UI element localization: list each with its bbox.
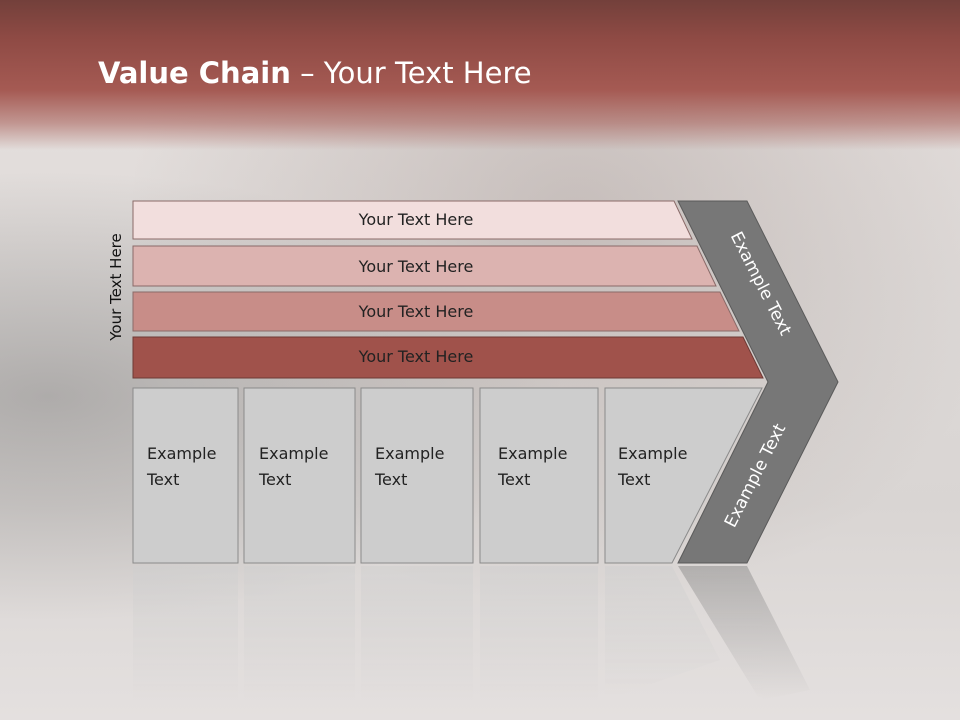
support-bar-2[interactable]: Your Text Here (132, 245, 717, 287)
primary-box-2-line1: Example (259, 444, 328, 463)
support-bar-4-shape (132, 336, 764, 379)
primary-box-2-shape (243, 387, 356, 564)
reflection-box-5 (605, 566, 720, 700)
primary-box-4-line1: Example (498, 444, 567, 463)
primary-box-1-line2: Text (146, 470, 179, 489)
primary-box-1-shape (132, 387, 239, 564)
reflection-box-4 (480, 566, 598, 706)
primary-box-4-line2: Text (497, 470, 530, 489)
title-rest: – Your Text Here (290, 56, 532, 90)
primary-box-5-shape (604, 387, 763, 564)
reflection-chevron (678, 566, 810, 700)
primary-box-3-line1: Example (375, 444, 444, 463)
primary-box-5[interactable]: Example Text (604, 387, 763, 564)
support-bar-1-label: Your Text Here (358, 210, 474, 229)
title-banner (0, 0, 960, 150)
primary-box-4[interactable]: Example Text (479, 387, 599, 564)
reflection-box-1 (133, 566, 238, 706)
support-bar-3-shape (132, 291, 740, 332)
primary-box-1-line1: Example (147, 444, 216, 463)
support-bar-4[interactable]: Your Text Here (132, 336, 764, 379)
primary-box-2[interactable]: Example Text (243, 387, 356, 564)
primary-box-5-line1: Example (618, 444, 687, 463)
slide-title[interactable]: Value Chain – Your Text Here (98, 56, 532, 90)
primary-box-3[interactable]: Example Text (360, 387, 474, 564)
support-bar-1[interactable]: Your Text Here (132, 200, 693, 240)
primary-box-1[interactable]: Example Text (132, 387, 239, 564)
reflection-box-2 (244, 566, 355, 706)
primary-box-3-shape (360, 387, 474, 564)
reflection-box-3 (361, 566, 473, 706)
support-bar-2-shape (132, 245, 717, 287)
support-bar-2-label: Your Text Here (358, 257, 474, 276)
support-bar-1-shape (132, 200, 693, 240)
title-bold: Value Chain (98, 56, 291, 90)
primary-box-2-line2: Text (258, 470, 291, 489)
chevron-arrow[interactable] (677, 200, 839, 564)
support-bar-3[interactable]: Your Text Here (132, 291, 740, 332)
primary-box-5-line2: Text (617, 470, 650, 489)
reflection (133, 566, 810, 706)
primary-box-4-shape (479, 387, 599, 564)
support-bar-3-label: Your Text Here (358, 302, 474, 321)
primary-box-3-line2: Text (374, 470, 407, 489)
support-bar-4-label: Your Text Here (358, 347, 474, 366)
